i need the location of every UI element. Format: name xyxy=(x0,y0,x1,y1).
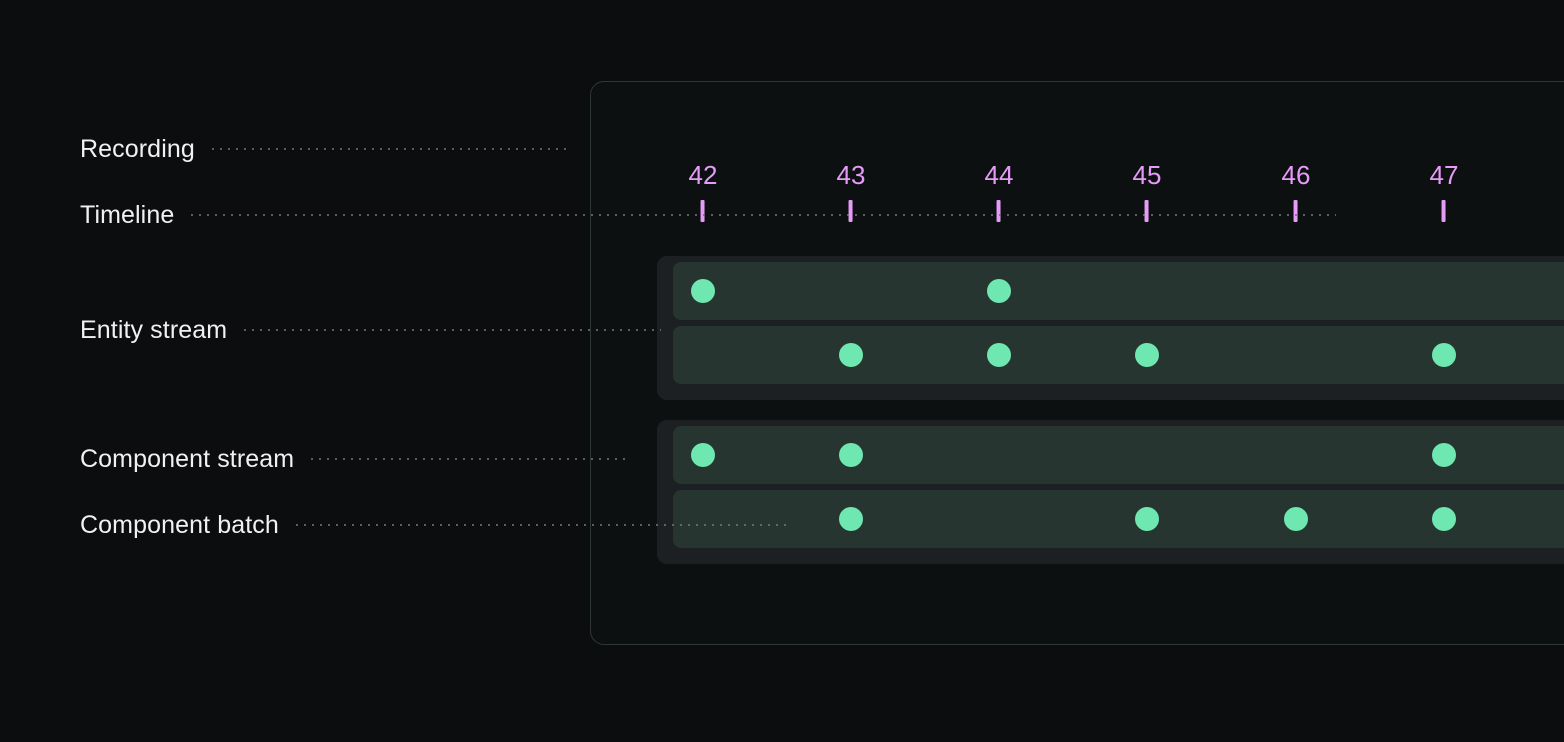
timeline-tick-label: 43 xyxy=(836,160,866,190)
event-dot[interactable] xyxy=(1432,343,1456,367)
entity-stream-lane-2[interactable] xyxy=(673,326,1564,384)
label-row-recording: Recording xyxy=(80,134,1564,164)
timeline-tick-mark xyxy=(700,200,705,222)
leader-line-component-batch xyxy=(292,524,791,526)
label-component-batch: Component batch xyxy=(80,511,279,539)
timeline-tick-45[interactable]: 45 xyxy=(1132,160,1162,222)
event-dot[interactable] xyxy=(839,343,863,367)
event-dot[interactable] xyxy=(839,443,863,467)
event-dot[interactable] xyxy=(987,279,1011,303)
timeline-tick-label: 46 xyxy=(1281,160,1311,190)
label-recording: Recording xyxy=(80,135,195,163)
event-dot[interactable] xyxy=(1135,343,1159,367)
event-dot[interactable] xyxy=(1432,443,1456,467)
label-timeline: Timeline xyxy=(80,201,175,229)
event-dot[interactable] xyxy=(1432,507,1456,531)
timeline-tick-label: 45 xyxy=(1132,160,1162,190)
leader-line-entity-stream xyxy=(241,329,662,331)
event-dot[interactable] xyxy=(1135,507,1159,531)
entity-stream-group xyxy=(657,256,1564,400)
component-batch-lane[interactable] xyxy=(673,490,1564,548)
label-row-timeline: Timeline xyxy=(80,200,1564,230)
event-dot[interactable] xyxy=(987,343,1011,367)
leader-line-timeline xyxy=(188,214,1337,216)
leader-line-recording xyxy=(208,148,567,150)
timeline-tick-46[interactable]: 46 xyxy=(1281,160,1311,222)
timeline-tick-44[interactable]: 44 xyxy=(984,160,1014,222)
timeline-tick-mark xyxy=(848,200,853,222)
event-dot[interactable] xyxy=(691,279,715,303)
label-row-entity-stream: Entity stream xyxy=(80,315,1564,345)
timeline-tick-mark xyxy=(996,200,1001,222)
label-component-stream: Component stream xyxy=(80,445,295,473)
event-dot[interactable] xyxy=(839,507,863,531)
timeline-tick-43[interactable]: 43 xyxy=(836,160,866,222)
timeline-tick-mark xyxy=(1441,200,1446,222)
component-stream-lane[interactable] xyxy=(673,426,1564,484)
timeline-tick-label: 42 xyxy=(688,160,718,190)
label-entity-stream: Entity stream xyxy=(80,316,228,344)
entity-stream-lane-1[interactable] xyxy=(673,262,1564,320)
leader-line-component-stream xyxy=(308,458,631,460)
timeline-tick-label: 44 xyxy=(984,160,1014,190)
event-dot[interactable] xyxy=(691,443,715,467)
event-dot[interactable] xyxy=(1284,507,1308,531)
label-row-component-stream: Component stream xyxy=(80,444,1564,474)
timeline-tick-47[interactable]: 47 xyxy=(1429,160,1459,222)
label-row-component-batch: Component batch xyxy=(80,510,1564,540)
timeline-tick-mark xyxy=(1293,200,1298,222)
timeline-tick-label: 47 xyxy=(1429,160,1459,190)
timeline-tick-mark xyxy=(1144,200,1149,222)
timeline-tick-42[interactable]: 42 xyxy=(688,160,718,222)
component-stream-group xyxy=(657,420,1564,564)
